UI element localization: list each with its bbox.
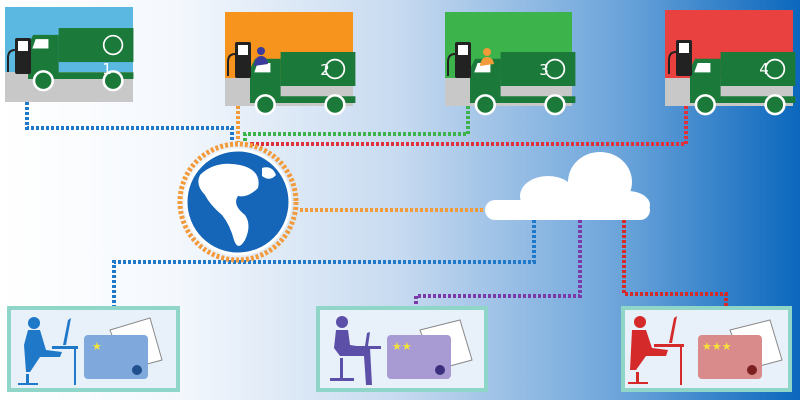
lock-icon	[747, 365, 757, 375]
rating-stars: ★★★	[702, 340, 732, 353]
station-1: 1	[5, 7, 135, 102]
office-2: ★★	[316, 306, 488, 392]
attendant-icon	[480, 48, 494, 66]
connector-office-2	[414, 215, 582, 322]
rating-stars: ★	[92, 340, 102, 353]
station-number: 4	[759, 60, 769, 78]
station-number: 1	[102, 60, 112, 78]
rating-stars: ★★	[392, 340, 412, 353]
connector-office-1	[112, 215, 536, 318]
person-at-desk-icon	[628, 316, 684, 385]
office-3: ★★★	[621, 306, 792, 392]
connector-office-3	[622, 215, 728, 322]
connector-station-1	[25, 102, 234, 142]
globe-icon	[177, 141, 299, 263]
connector-station-3	[243, 106, 470, 142]
document-card-icon: ★	[84, 317, 163, 379]
lock-icon	[132, 365, 142, 375]
person-at-desk-icon	[330, 316, 381, 385]
cloud-icon	[485, 152, 650, 220]
office-1: ★	[7, 306, 180, 392]
station-2: 2	[225, 12, 357, 116]
station-3: 3	[445, 12, 577, 116]
station-4: 4	[665, 10, 797, 116]
station-number: 2	[320, 61, 330, 79]
person-at-desk-icon	[18, 317, 78, 385]
document-card-icon: ★★	[387, 319, 473, 379]
lock-icon	[435, 365, 445, 375]
attendant-icon	[254, 47, 268, 66]
document-card-icon: ★★★	[698, 319, 783, 379]
station-number: 3	[539, 61, 549, 79]
